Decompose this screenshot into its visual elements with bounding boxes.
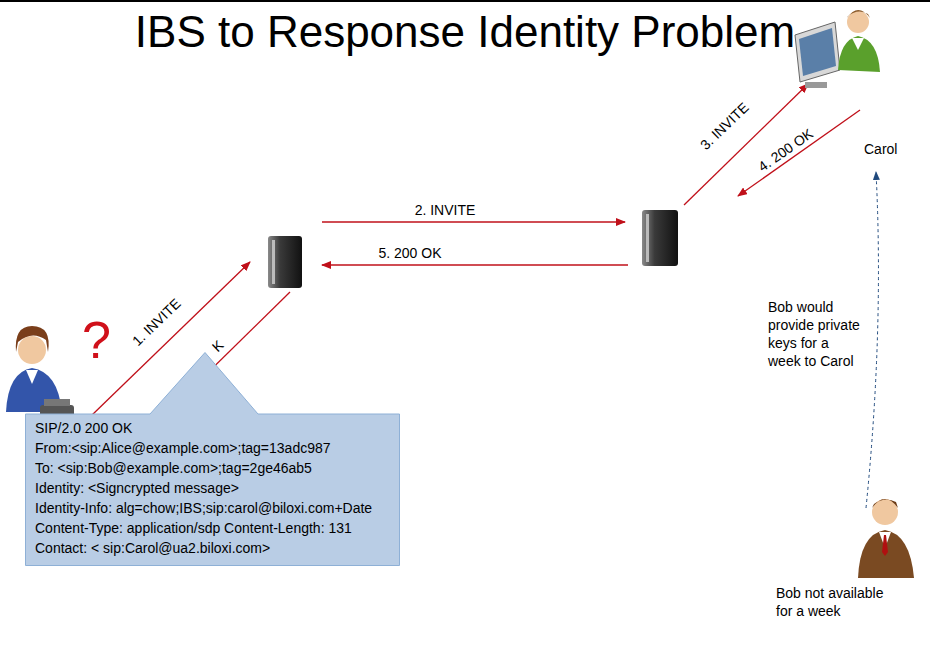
message-label: K xyxy=(208,336,227,355)
callout-line: To: <sip:Bob@example.com>;tag=2ge46ab5 xyxy=(35,458,400,478)
callout-line: SIP/2.0 200 OK xyxy=(35,418,400,438)
note: Bob would provide private keys for a wee… xyxy=(768,298,860,370)
question-mark: ? xyxy=(82,312,111,368)
message-label: 2. INVITE xyxy=(415,201,476,219)
message-label: 1. INVITE xyxy=(128,294,184,349)
message-label: 5. 200 OK xyxy=(378,244,441,262)
message-label: 3. INVITE xyxy=(696,98,752,153)
callout-line: Identity: <Signcrypted message> xyxy=(35,478,400,498)
callout-line: From:<sip:Alice@example.com>;tag=13adc98… xyxy=(35,438,400,458)
title: IBS to Response Identity Problem xyxy=(0,4,930,60)
note: Bob not available for a week xyxy=(776,584,888,620)
callout-line: Identity-Info: alg=chow;IBS;sip:carol@bi… xyxy=(35,498,400,518)
callout-box: SIP/2.0 200 OKFrom:<sip:Alice@example.co… xyxy=(25,352,400,566)
user-name: Carol xyxy=(864,140,897,158)
message-label: 4. 200 OK xyxy=(755,125,817,176)
callout-outline xyxy=(26,353,400,566)
callout-line: Contact: < sip:Carol@ua2.biloxi.com> xyxy=(35,538,400,558)
callout-line: Content-Type: application/sdp Content-Le… xyxy=(35,518,400,538)
